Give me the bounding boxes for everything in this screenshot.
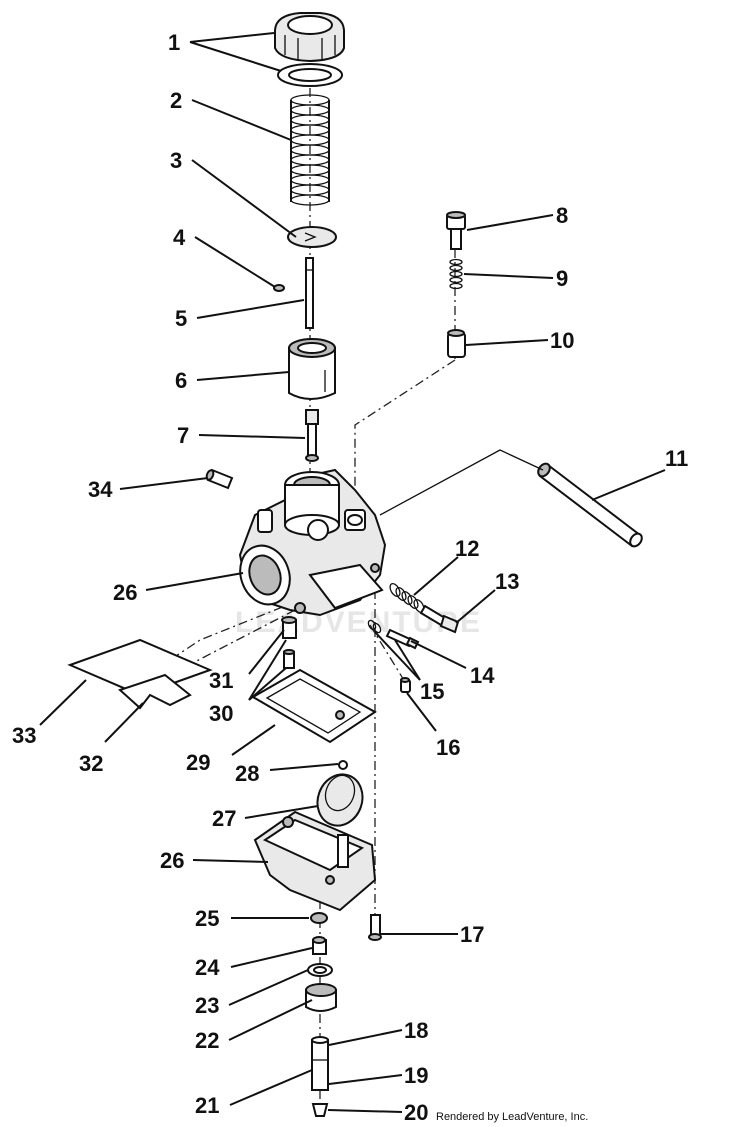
part-1-cap — [274, 12, 345, 87]
callout-32: 32 — [79, 751, 103, 776]
callout-2: 2 — [170, 88, 182, 113]
callout-30: 30 — [209, 701, 233, 726]
callout-21: 21 — [195, 1093, 219, 1118]
callout-18: 18 — [404, 1018, 428, 1043]
callout-26-lower: 26 — [160, 848, 184, 873]
part-33-plate — [67, 638, 213, 697]
callout-31: 31 — [209, 668, 233, 693]
callout-8: 8 — [556, 203, 568, 228]
part-11-tube — [379, 449, 643, 548]
carburetor-body — [238, 468, 387, 617]
part-8-adjuster-screw — [446, 211, 466, 250]
callout-14: 14 — [470, 663, 495, 688]
part-5-needle — [305, 257, 314, 329]
callout-numbers: 1 2 3 4 5 6 7 8 9 10 11 12 13 14 15 16 1… — [12, 30, 688, 1125]
part-18-tube — [311, 1036, 329, 1091]
part-23-ring — [307, 963, 333, 977]
part-29-gasket — [251, 668, 377, 744]
callout-3: 3 — [170, 148, 182, 173]
callout-19: 19 — [404, 1063, 428, 1088]
part-30-jet — [283, 649, 295, 669]
part-9-small-spring — [449, 258, 463, 290]
part-13-throttle-stop-screw — [419, 604, 460, 634]
part-3-clip-plate — [287, 226, 337, 248]
render-credit: Rendered by LeadVenture, Inc. — [436, 1111, 588, 1123]
callout-6: 6 — [175, 368, 187, 393]
callout-7: 7 — [177, 423, 189, 448]
part-26-float-bowl — [253, 810, 377, 912]
part-4-clip — [273, 284, 285, 292]
callout-33: 33 — [12, 723, 36, 748]
part-16-nipple — [400, 677, 411, 693]
callout-20: 20 — [404, 1100, 428, 1125]
callout-34: 34 — [88, 477, 113, 502]
callout-4: 4 — [173, 225, 186, 250]
callout-24: 24 — [195, 955, 220, 980]
part-2-spring — [290, 94, 330, 206]
callout-13: 13 — [495, 569, 519, 594]
callout-23: 23 — [195, 993, 219, 1018]
leader-lines — [39, 32, 666, 1113]
part-25-washer — [310, 912, 328, 924]
callout-25: 25 — [195, 906, 219, 931]
callout-17: 17 — [460, 922, 484, 947]
part-28-ball — [338, 760, 348, 770]
callout-12: 12 — [455, 536, 479, 561]
part-31-jet — [281, 616, 297, 639]
callout-16: 16 — [436, 735, 460, 760]
part-32-plate — [118, 673, 192, 710]
part-27-float — [316, 773, 364, 827]
part-10-plunger — [447, 329, 466, 358]
callout-28: 28 — [235, 761, 259, 786]
part-34-plug — [205, 468, 234, 490]
callout-9: 9 — [556, 266, 568, 291]
callout-15: 15 — [420, 679, 444, 704]
callout-5: 5 — [175, 306, 187, 331]
callout-26-upper: 26 — [113, 580, 137, 605]
part-17-bolt — [368, 914, 382, 941]
callout-29: 29 — [186, 750, 210, 775]
part-6-throttle-valve — [288, 338, 336, 400]
callout-11: 11 — [665, 446, 688, 471]
part-7-needle-jet — [305, 409, 319, 462]
part-20-screw — [311, 1103, 329, 1117]
part-15-pin — [394, 639, 421, 681]
part-14-air-screw — [367, 619, 420, 650]
callout-1: 1 — [168, 30, 180, 55]
part-24-jet — [312, 936, 327, 955]
callout-22: 22 — [195, 1028, 219, 1053]
callout-27: 27 — [212, 806, 236, 831]
callout-10: 10 — [550, 328, 574, 353]
part-22-holder — [305, 983, 337, 1012]
